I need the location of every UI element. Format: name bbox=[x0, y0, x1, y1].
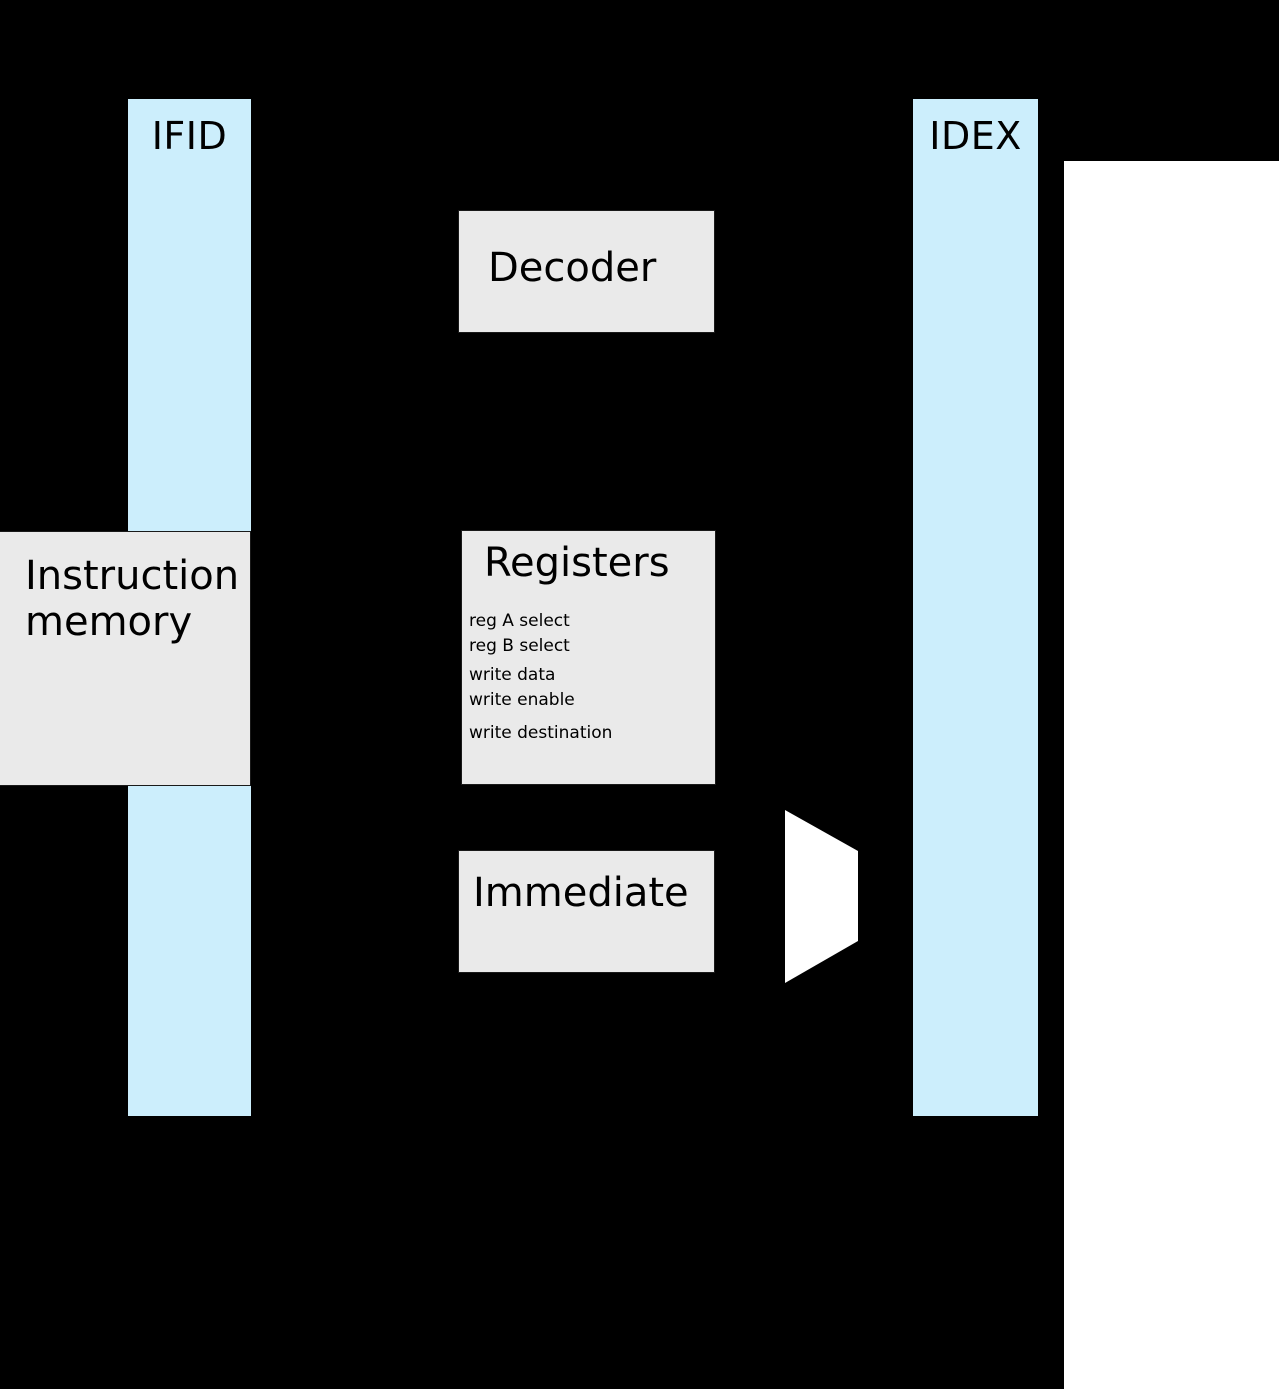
pipeline-register-idex[interactable]: IDEX bbox=[913, 99, 1038, 1116]
pipeline-register-idex-label: IDEX bbox=[929, 114, 1022, 158]
pipeline-register-ifid-label: IFID bbox=[151, 114, 228, 158]
unit-immediate[interactable]: Immediate bbox=[458, 850, 715, 973]
unit-instruction-memory[interactable]: Instruction memory bbox=[0, 531, 251, 786]
registers-port-list: reg A select reg B select write data wri… bbox=[469, 613, 711, 742]
unit-registers-label: Registers bbox=[484, 540, 670, 586]
registers-port-reg-a-select: reg A select bbox=[469, 611, 570, 631]
unit-decoder-label: Decoder bbox=[488, 245, 657, 291]
unit-decoder[interactable]: Decoder bbox=[458, 210, 715, 333]
unit-registers[interactable]: Registers reg A select reg B select writ… bbox=[461, 530, 716, 785]
registers-port-write-destination: write destination bbox=[469, 723, 613, 743]
unit-immediate-label: Immediate bbox=[473, 870, 689, 916]
registers-port-reg-b-select: reg B select bbox=[469, 636, 570, 656]
unit-instruction-memory-label: Instruction memory bbox=[25, 553, 240, 645]
registers-port-write-enable: write enable bbox=[469, 690, 575, 710]
right-white-panel bbox=[1064, 161, 1279, 1389]
registers-port-write-data: write data bbox=[469, 665, 556, 685]
multiplexer-shape bbox=[785, 810, 858, 983]
operand-multiplexer-icon[interactable] bbox=[785, 810, 860, 985]
